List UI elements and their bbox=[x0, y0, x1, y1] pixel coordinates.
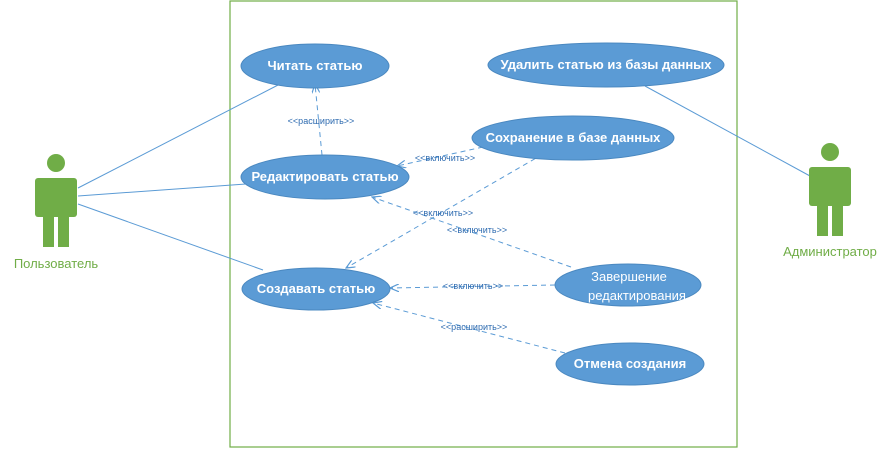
association-user-read bbox=[77, 83, 281, 189]
usecase-cancel-creation: Отмена создания bbox=[555, 342, 705, 386]
admin-actor-name: Администратор bbox=[783, 244, 877, 259]
usecase-create-article: Создавать статью bbox=[241, 267, 391, 311]
usecase-edit-article-label: Редактировать статью bbox=[251, 169, 398, 184]
usecase-read-article: Читать статью bbox=[240, 43, 390, 89]
include-create-finish-label: <<включить>> bbox=[443, 281, 503, 291]
extend-edit-read-line bbox=[315, 84, 323, 156]
include-edit-finish-label: <<включить>> bbox=[447, 225, 507, 235]
extend-cancel-create-line bbox=[373, 303, 566, 354]
system-boundary bbox=[229, 0, 738, 448]
usecase-delete-article-label: Удалить статью из базы данных bbox=[500, 57, 712, 72]
user-actor-name: Пользователь bbox=[14, 256, 99, 271]
include-edit-save-label: <<включить>> bbox=[415, 153, 475, 163]
usecase-read-article-label: Читать статью bbox=[268, 58, 363, 73]
include-create-save-line bbox=[346, 153, 544, 268]
usecase-cancel-creation-label: Отмена создания bbox=[574, 356, 686, 371]
usecase-edit-article: Редактировать статью bbox=[240, 154, 410, 200]
association-admin-delete bbox=[644, 85, 811, 177]
association-user-create bbox=[77, 203, 264, 271]
include-finish-create-line bbox=[390, 285, 556, 288]
usecase-finish-editing-label-line1: Завершение bbox=[591, 269, 667, 284]
usecase-finish-editing-label-line2: редактирования bbox=[588, 288, 686, 303]
usecase-save-to-database: Сохранение в базе данных bbox=[471, 115, 675, 161]
usecase-finish-editing: Завершение редактирования bbox=[554, 263, 702, 307]
admin-actor-icon bbox=[809, 143, 851, 236]
user-actor-icon bbox=[35, 154, 77, 247]
association-user-edit bbox=[77, 183, 247, 197]
include-create-save-label: <<включить>> bbox=[413, 208, 473, 218]
include-finish-edit-line bbox=[372, 197, 572, 268]
usecase-delete-article: Удалить статью из базы данных bbox=[487, 42, 725, 88]
usecase-create-article-label: Создавать статью bbox=[257, 281, 375, 296]
extend-edit-read-label: <<расширить>> bbox=[288, 116, 355, 126]
extend-cancel-create-label: <<расширить>> bbox=[441, 322, 508, 332]
include-edit-save-line bbox=[397, 146, 484, 166]
usecase-save-to-database-label: Сохранение в базе данных bbox=[486, 130, 662, 145]
